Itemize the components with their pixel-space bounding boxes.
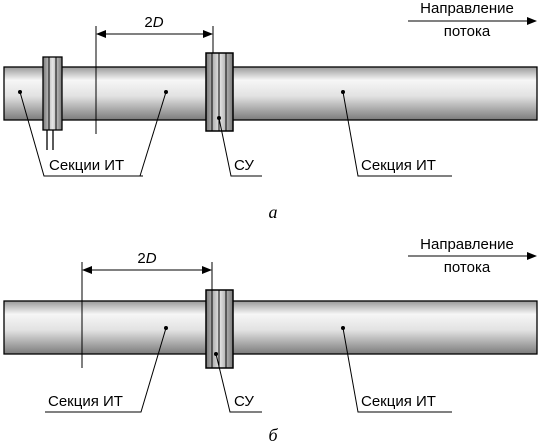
flow-label-line2-b: потока [444, 259, 491, 276]
leader-su-a [218, 117, 262, 177]
dimension-label-a: 2D [144, 14, 163, 31]
it-flange-body-a [42, 56, 63, 131]
leader-it-right-a [342, 91, 452, 177]
flow-direction-a: Направление потока [408, 0, 537, 40]
dimension-2d-a: 2D [95, 14, 214, 134]
flow-label-line2-a: потока [444, 23, 491, 40]
label-it-section-right-b: Секция ИТ [361, 393, 436, 410]
su-flange-b [205, 289, 234, 369]
caption-a: а [269, 202, 278, 222]
flow-direction-b: Направление потока [408, 236, 537, 276]
su-flange-a [205, 52, 234, 132]
label-it-section-left-b: Секция ИТ [48, 393, 123, 410]
leader-it-mid-a [139, 91, 167, 177]
label-su-a: СУ [234, 157, 254, 174]
leader-su-b [215, 353, 262, 413]
leader-it-right-b [342, 327, 452, 413]
dimension-2d-b: 2D [81, 250, 213, 368]
dimension-label-b: 2D [137, 250, 156, 267]
flow-label-line1-a: Направление [420, 0, 514, 17]
pipe-b [3, 300, 538, 355]
flow-label-line1-b: Направление [420, 236, 514, 253]
caption-b: б [268, 425, 278, 445]
label-it-sections-a: Секции ИТ [49, 157, 124, 174]
leader-it-left-b [45, 327, 167, 413]
pipe-a [3, 66, 538, 121]
leader-it-left-a [19, 91, 143, 177]
label-it-section-a: Секция ИТ [361, 157, 436, 174]
label-su-b: СУ [234, 393, 254, 410]
it-flange-a [42, 56, 63, 150]
figure-a: Направление потока 2D [3, 0, 538, 222]
figure-b: Направление потока 2D Секция ИТ [3, 236, 538, 445]
